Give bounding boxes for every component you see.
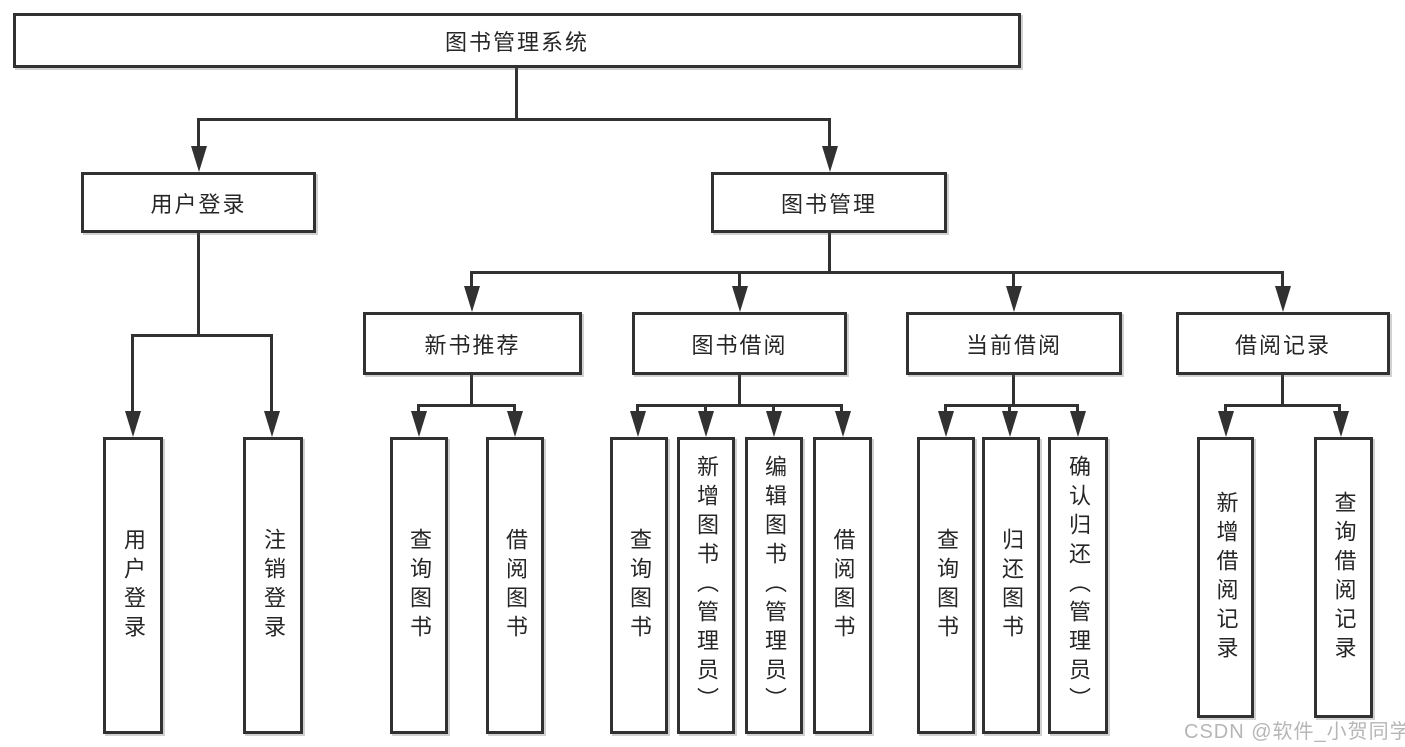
- connector-line: [513, 404, 516, 415]
- connector-line: [470, 375, 473, 407]
- leaf-query-books-recommend: 查询图书: [390, 437, 448, 734]
- arrowhead-down-icon: [698, 411, 714, 437]
- connector-line: [1012, 271, 1015, 290]
- connector-line: [417, 404, 516, 407]
- leaf-label: 新增借阅记录: [1213, 490, 1239, 665]
- arrowhead-down-icon: [766, 411, 782, 437]
- arrowhead-down-icon: [938, 411, 954, 437]
- leaf-label: 确认归还（管理员）: [1066, 455, 1091, 716]
- connector-line: [636, 404, 843, 407]
- leaf-label: 查询图书: [407, 527, 432, 644]
- leaf-label: 借阅图书: [503, 527, 528, 644]
- leaf-label: 查询图书: [934, 527, 959, 644]
- connector-line: [515, 68, 518, 121]
- leaf-borrow-books-recommend: 借阅图书: [486, 437, 544, 734]
- connector-line: [1281, 271, 1284, 290]
- connector-line: [1224, 404, 1227, 415]
- node-current-borrow: 当前借阅: [906, 312, 1122, 375]
- leaf-return-books: 归还图书: [982, 437, 1040, 734]
- leaf-user-login: 用户登录: [103, 437, 163, 734]
- leaf-add-book-admin: 新增图书（管理员）: [677, 437, 735, 734]
- leaf-confirm-return-admin: 确认归还（管理员）: [1048, 437, 1108, 734]
- arrowhead-down-icon: [630, 411, 646, 437]
- connector-line: [1076, 404, 1079, 415]
- connector-line: [944, 404, 947, 415]
- connector-line: [417, 404, 420, 415]
- arrowhead-down-icon: [1275, 286, 1291, 312]
- leaf-label: 归还图书: [999, 527, 1024, 644]
- node-user-login: 用户登录: [81, 172, 316, 233]
- connector-line: [738, 375, 741, 407]
- connector-line: [1012, 375, 1015, 407]
- arrowhead-down-icon: [125, 411, 141, 437]
- arrowhead-down-icon: [411, 411, 427, 437]
- arrowhead-down-icon: [835, 411, 851, 437]
- leaf-label: 借阅图书: [830, 527, 856, 644]
- leaf-query-books-borrow: 查询图书: [610, 437, 668, 734]
- arrowhead-down-icon: [732, 286, 748, 312]
- leaf-edit-book-admin: 编辑图书（管理员）: [745, 437, 803, 734]
- leaf-query-books-current: 查询图书: [917, 437, 975, 734]
- arrowhead-down-icon: [1218, 411, 1234, 437]
- connector-line: [772, 404, 775, 415]
- arrowhead-down-icon: [1006, 286, 1022, 312]
- arrowhead-down-icon: [464, 286, 480, 312]
- connector-line: [704, 404, 707, 415]
- leaf-borrow-books: 借阅图书: [813, 437, 872, 734]
- connector-line: [738, 271, 741, 290]
- arrowhead-down-icon: [191, 146, 207, 172]
- connector-line: [636, 404, 639, 415]
- connector-line: [1008, 404, 1011, 415]
- arrowhead-down-icon: [507, 411, 523, 437]
- connector-line: [944, 404, 1079, 407]
- leaf-label: 用户登录: [121, 527, 146, 644]
- leaf-label: 新增图书（管理员）: [694, 455, 719, 716]
- connector-line: [270, 334, 273, 415]
- leaf-label: 编辑图书（管理员）: [762, 455, 787, 716]
- leaf-label: 查询图书: [627, 527, 652, 644]
- connector-line: [1338, 404, 1341, 415]
- connector-line: [197, 118, 831, 121]
- connector-line: [131, 334, 273, 337]
- leaf-logout: 注销登录: [243, 437, 303, 734]
- watermark-csdn: CSDN @软件_小贺同学: [1184, 721, 1405, 743]
- arrowhead-down-icon: [1070, 411, 1086, 437]
- arrowhead-down-icon: [822, 146, 838, 172]
- connector-line: [828, 233, 831, 274]
- arrowhead-down-icon: [1002, 411, 1018, 437]
- node-borrow-records: 借阅记录: [1176, 312, 1390, 375]
- connector-line: [470, 271, 1284, 274]
- connector-line: [1281, 375, 1284, 407]
- arrowhead-down-icon: [1333, 411, 1349, 437]
- connector-line: [470, 271, 473, 290]
- connector-line: [197, 118, 200, 150]
- node-book-management: 图书管理: [711, 172, 947, 233]
- connector-line: [1224, 404, 1341, 407]
- node-new-book-recommend: 新书推荐: [363, 312, 582, 375]
- connector-line: [131, 334, 134, 415]
- node-system-root: 图书管理系统: [13, 13, 1021, 68]
- leaf-label: 查询借阅记录: [1331, 490, 1357, 665]
- node-book-borrow: 图书借阅: [632, 312, 847, 375]
- connector-line: [197, 233, 200, 337]
- leaf-label: 注销登录: [261, 527, 286, 644]
- connector-line: [840, 404, 843, 415]
- connector-line: [828, 118, 831, 150]
- leaf-query-borrow-record: 查询借阅记录: [1314, 437, 1373, 718]
- leaf-add-borrow-record: 新增借阅记录: [1197, 437, 1254, 718]
- arrowhead-down-icon: [264, 411, 280, 437]
